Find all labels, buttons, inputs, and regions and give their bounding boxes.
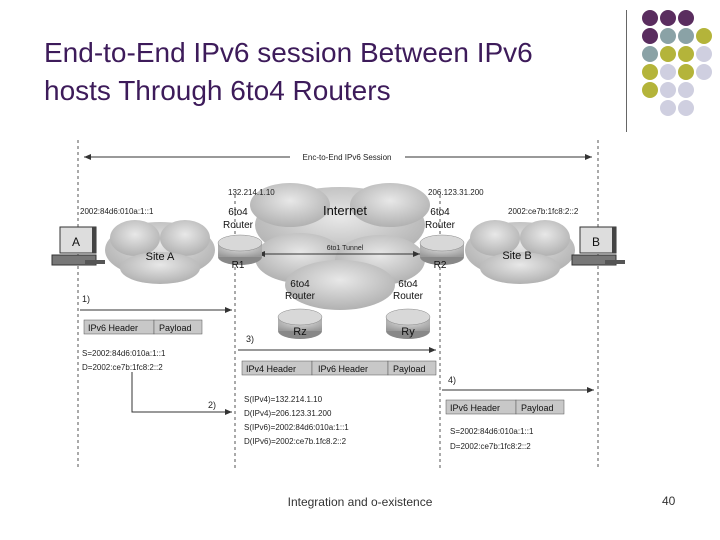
decor-dot [678, 64, 694, 80]
pkt3-ipv4-header-label: IPv4 Header [246, 364, 296, 374]
title-line-1: End-to-End IPv6 session Between IPv6 [44, 37, 533, 68]
decor-dot [678, 46, 694, 62]
decor-dot [642, 10, 658, 26]
decor-dot [678, 28, 694, 44]
pkt3-src-ipv6: S(IPv6)=2002:84d6:010a:1::1 [244, 423, 349, 432]
decor-dot [660, 64, 676, 80]
r1-label: R1 [232, 260, 245, 271]
r2-type: 6to4 [430, 207, 450, 218]
r1-ip: 132.214.1.10 [228, 188, 275, 197]
pkt3-dst-ipv4: D(IPv4)=206.123.31.200 [244, 409, 332, 418]
decor-dot [642, 64, 658, 80]
pkt1-src: S=2002:84d6:010a:1::1 [82, 349, 166, 358]
pkt1-dst: D=2002:ce7b:1fc8:2::2 [82, 363, 163, 372]
slide-footer: Integration and o-existence [287, 495, 433, 509]
r2-ip: 206.123.31.200 [428, 188, 484, 197]
decor-dot [696, 46, 712, 62]
host-a-computer [51, 226, 105, 266]
site-a-cloud [105, 220, 215, 284]
router-r1 [217, 234, 263, 265]
tunnel-label: 6to1 Tunnel [327, 245, 364, 252]
step-4-label: 4) [448, 375, 456, 385]
decor-dot [660, 28, 676, 44]
pkt3-src-ipv4: S(IPv4)=132.214.1.10 [244, 395, 323, 404]
r1-type: 6to4 [228, 207, 248, 218]
host-b-computer [571, 226, 625, 266]
site-b-label: Site B [502, 250, 531, 262]
r2-label: R2 [434, 260, 447, 271]
decor-dot [678, 100, 694, 116]
step-2-label: 2) [208, 400, 216, 410]
pkt4-dst: D=2002:ce7b:1fc8:2::2 [450, 442, 531, 451]
internet-cloud [250, 183, 430, 310]
pkt4-src: S=2002:84d6:010a:1::1 [450, 427, 534, 436]
session-label: Enc-to-End IPv6 Session [303, 153, 392, 162]
r2-type-2: Router [425, 220, 456, 231]
pkt1-ipv6-header-label: IPv6 Header [88, 323, 138, 333]
decor-dot [660, 10, 676, 26]
step-2-arrow [131, 372, 232, 415]
session-label-bg [290, 150, 405, 163]
decor-dot [642, 46, 658, 62]
pkt4-payload [515, 399, 565, 415]
pkt4-payload-label: Payload [521, 403, 554, 413]
decor-dot [642, 28, 658, 44]
host-b-address: 2002:ce7b:1fc8:2::2 [508, 207, 579, 216]
rz-type-2: Router [285, 291, 316, 302]
site-a-label: Site A [146, 251, 175, 263]
router-rz [277, 308, 323, 339]
step-3-label: 3) [246, 334, 254, 344]
host-a-label: A [72, 235, 80, 249]
ry-label: Ry [401, 326, 415, 338]
slide-title: End-to-End IPv6 session Between IPv6 hos… [44, 34, 624, 110]
decor-dot [678, 10, 694, 26]
site-b-cloud [465, 220, 575, 284]
pkt3-payload-label: Payload [393, 364, 426, 374]
internet-label: Internet [323, 203, 367, 218]
rz-type: 6to4 [290, 279, 310, 290]
decor-dot [660, 82, 676, 98]
decor-dot [660, 100, 676, 116]
pkt3-payload [387, 360, 437, 376]
ry-type: 6to4 [398, 279, 418, 290]
title-line-2: hosts Through 6to4 Routers [44, 75, 391, 106]
router-ry [385, 308, 431, 339]
pkt1-payload-label: Payload [159, 323, 192, 333]
pkt1-payload [153, 319, 203, 335]
host-a-address: 2002:84d6:010a:1::1 [80, 207, 154, 216]
decor-dot [660, 46, 676, 62]
decor-dot [696, 64, 712, 80]
page-number: 40 [662, 494, 676, 508]
ry-type-2: Router [393, 291, 424, 302]
pkt4-ipv6-header-label: IPv6 Header [450, 403, 500, 413]
step-1-label: 1) [82, 294, 90, 304]
pkt3-dst-ipv6: D(IPv6)=2002:ce7b.1fc8.2::2 [244, 437, 347, 446]
router-r2 [419, 234, 465, 265]
host-b-label: B [592, 235, 600, 249]
decor-dot [642, 82, 658, 98]
rz-label: Rz [293, 326, 306, 338]
decor-dot [696, 28, 712, 44]
r1-type-2: Router [223, 220, 254, 231]
pkt3-ipv6-header-label: IPv6 Header [318, 364, 368, 374]
decor-vertical-line [626, 10, 627, 132]
decor-dot [678, 82, 694, 98]
